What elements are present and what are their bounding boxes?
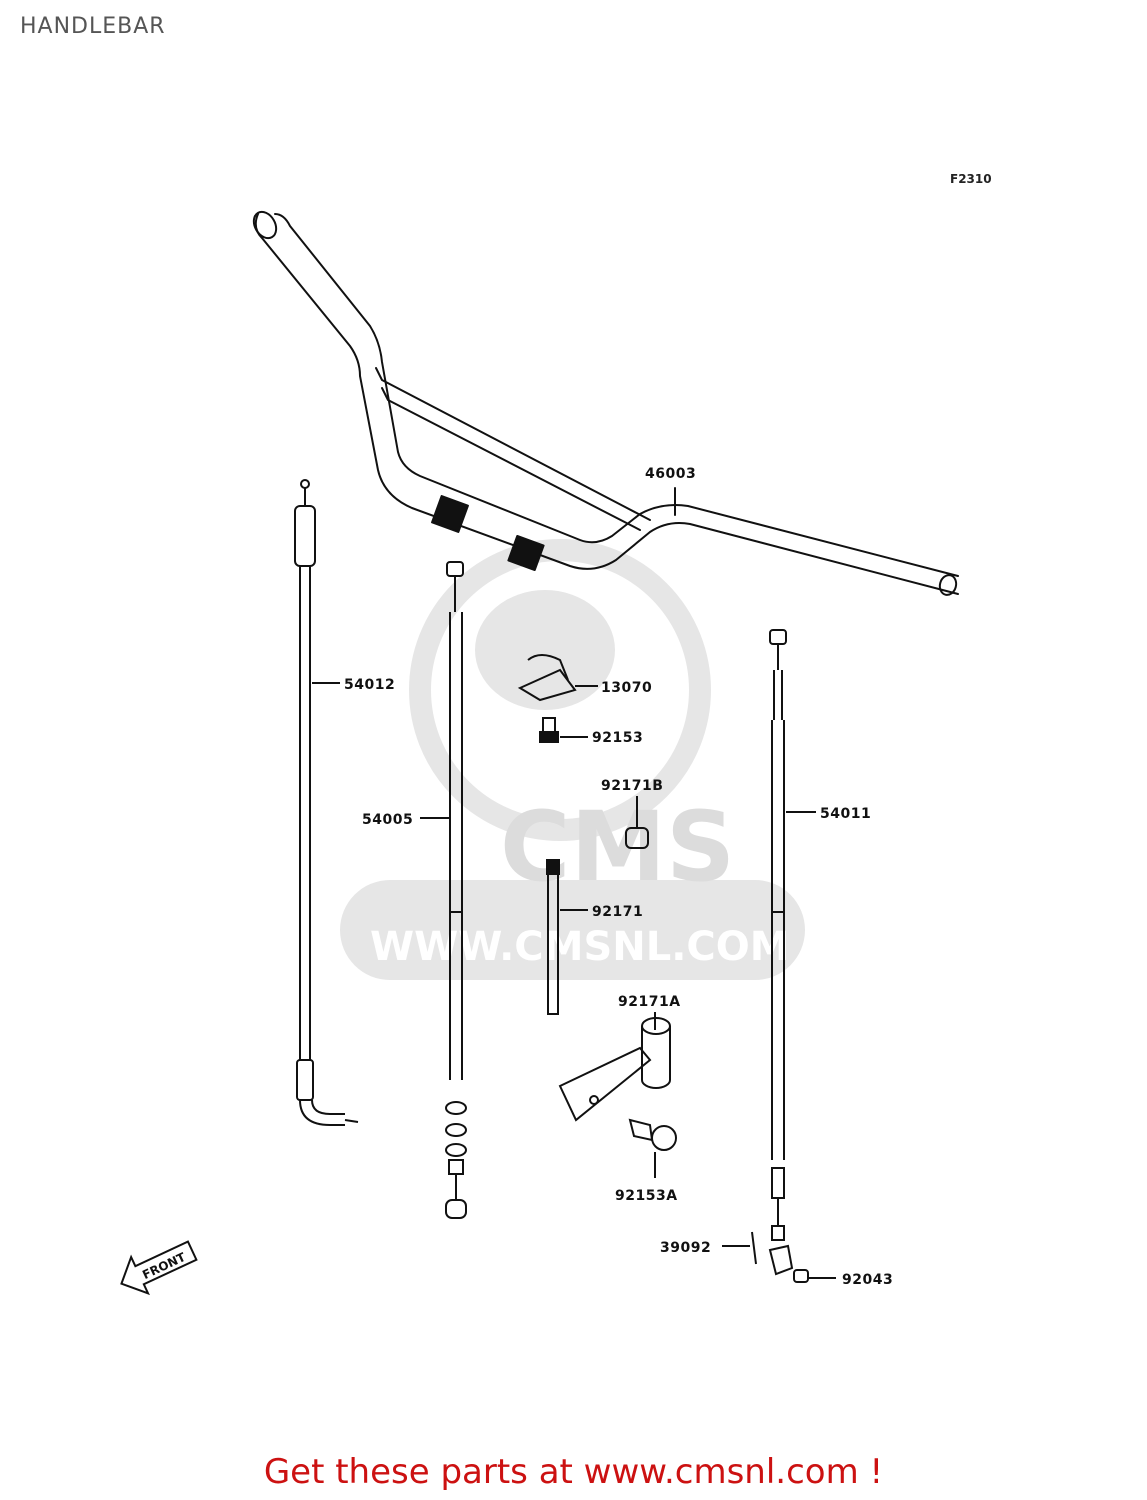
part-label-92171b: 92171B xyxy=(601,778,663,794)
part-label-92043: 92043 xyxy=(842,1272,893,1288)
front-arrow-icon: FRONT xyxy=(120,1240,198,1296)
part-label-46003: 46003 xyxy=(645,466,696,482)
handlebar-46003 xyxy=(252,210,959,596)
parts-diagram: CMS WWW.CMSNL.COM xyxy=(120,210,959,1296)
page-title: HANDLEBAR xyxy=(20,14,166,39)
clamp-13070 xyxy=(517,654,598,702)
band-92171 xyxy=(546,859,588,1015)
cable-54012 xyxy=(294,479,359,1126)
washer-92043 xyxy=(793,1269,836,1283)
clip-92171b xyxy=(625,796,649,849)
bolt-92153a xyxy=(589,1095,677,1178)
diagram-code: F2310 xyxy=(950,172,992,186)
part-label-92153a: 92153A xyxy=(615,1188,678,1204)
part-label-92171a: 92171A xyxy=(618,994,681,1010)
part-label-54012: 54012 xyxy=(344,677,395,693)
cable-54011 xyxy=(768,629,816,1276)
footer-shop-link[interactable]: Get these parts at www.cmsnl.com ! xyxy=(263,1452,884,1492)
bolt-92153 xyxy=(539,717,588,743)
watermark-url: WWW.CMSNL.COM xyxy=(370,924,790,970)
watermark: CMS WWW.CMSNL.COM xyxy=(340,539,805,980)
pin-39092 xyxy=(722,1231,757,1265)
cable-54005 xyxy=(420,561,467,1219)
bracket-92171a xyxy=(558,1012,671,1122)
part-label-13070: 13070 xyxy=(601,680,652,696)
part-label-54011: 54011 xyxy=(820,806,871,822)
watermark-brand: CMS xyxy=(500,791,735,903)
part-label-92153: 92153 xyxy=(592,730,643,746)
part-label-54005: 54005 xyxy=(362,812,413,828)
part-label-39092: 39092 xyxy=(660,1240,711,1256)
part-label-92171: 92171 xyxy=(592,904,643,920)
